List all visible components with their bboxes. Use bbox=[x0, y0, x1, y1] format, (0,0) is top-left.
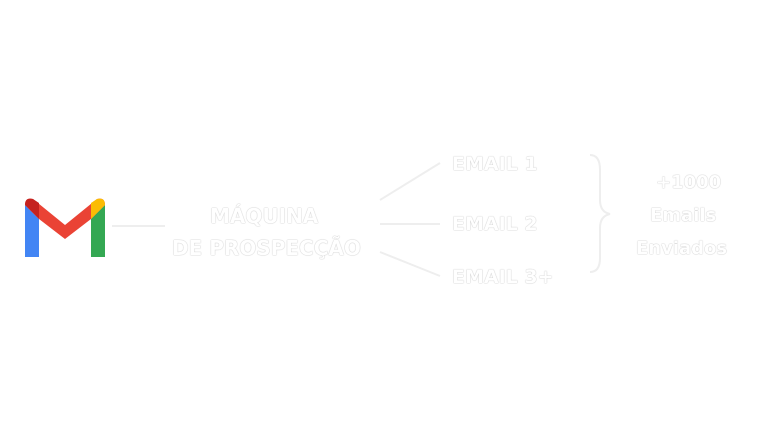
machine-label-line2: DE PROSPECÇÃO bbox=[172, 236, 361, 260]
arrow-email-3 bbox=[379, 251, 441, 277]
result-count: +1000 bbox=[656, 172, 722, 193]
email-2-label: EMAIL 2 bbox=[452, 213, 538, 235]
gmail-logo bbox=[25, 198, 105, 257]
curly-brace bbox=[589, 154, 611, 273]
email-1-label: EMAIL 1 bbox=[452, 153, 538, 175]
machine-label-line1: MÁQUINA bbox=[210, 204, 319, 228]
result-label-sent: Enviados bbox=[636, 238, 728, 259]
result-label-emails: Emails bbox=[650, 205, 717, 226]
arrow-email-1 bbox=[379, 162, 441, 201]
email-3-label: EMAIL 3+ bbox=[452, 266, 554, 288]
